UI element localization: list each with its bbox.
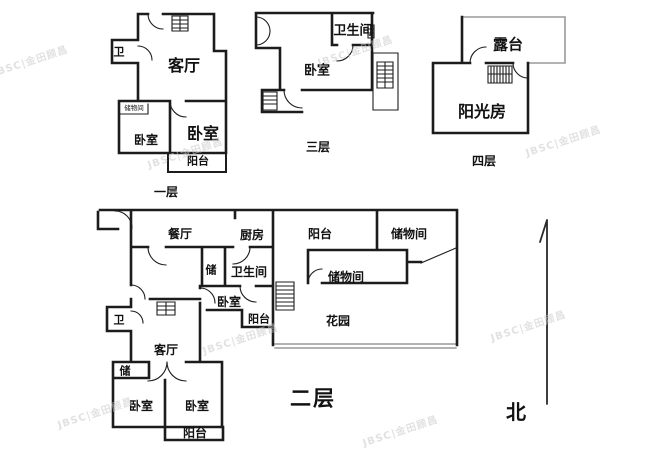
room-label-dining-2f: 餐厅: [167, 227, 193, 241]
room-label-closet-mid-2f: 储: [205, 263, 217, 277]
floor2-walls: [96, 208, 459, 442]
room-label-closet-bottom-2f: 储: [119, 364, 131, 378]
room-label-terrace-4f: 露台: [492, 35, 524, 54]
room-label-kitchen-2f: 厨房: [239, 228, 265, 242]
floor1-walls: [110, 12, 228, 173]
room-label-storage-top-right-2f: 储物间: [390, 227, 428, 241]
room-label-bathroom-3f: 卫生间: [333, 23, 373, 39]
room-label-storage-inner-2f: 储物间: [327, 270, 365, 284]
room-label-bedroom-3f: 卧室: [303, 63, 331, 79]
north-label: 北: [506, 400, 526, 424]
floor-label-2f: 二层: [290, 386, 336, 411]
floor-label-4f: 四层: [471, 154, 497, 168]
floor-label-3f: 三层: [305, 140, 331, 154]
room-label-bedroom-mid-2f: 卧室: [216, 295, 242, 309]
room-label-bedroom-bl-2f: 卧室: [128, 399, 154, 413]
room-label-bedroom-bm-2f: 卧室: [184, 399, 210, 413]
room-label-bedroom-right-1f: 卧室: [186, 124, 220, 143]
floor4-walls: [431, 15, 566, 135]
room-label-balcony-bottom-2f: 阳台: [182, 426, 208, 440]
room-label-balcony-1f: 阳台: [187, 154, 209, 168]
room-label-bedroom-left-1f: 卧室: [133, 133, 159, 147]
room-label-wc-2f: 卫: [113, 313, 125, 327]
room-label-wc-1f: 卫: [113, 45, 125, 59]
room-label-living-2f: 客厅: [153, 343, 179, 357]
floor-label-1f: 一层: [153, 185, 179, 199]
floor3-walls: [254, 11, 399, 114]
room-label-sunroom-4f: 阳光房: [457, 102, 507, 121]
north-arrow: [539, 219, 548, 405]
room-label-balcony-top-2f: 阳台: [307, 227, 333, 241]
room-label-balcony-mid-2f: 阳台: [248, 312, 270, 326]
room-label-living-1f: 客厅: [167, 56, 201, 75]
room-label-bathroom-2f: 卫生间: [230, 265, 268, 279]
room-label-storage-1f: 储物间: [124, 103, 144, 112]
room-label-garden-2f: 花园: [325, 314, 351, 328]
